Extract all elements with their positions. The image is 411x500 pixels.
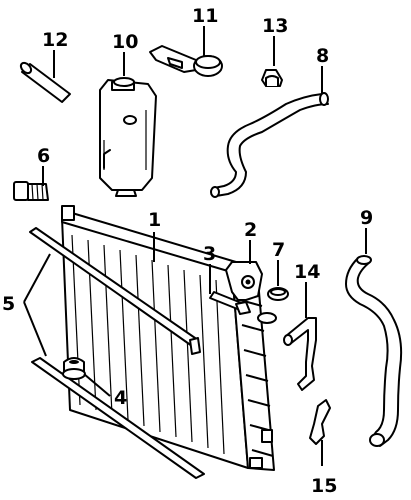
callout-4: 4	[114, 387, 127, 409]
reservoir-bracket	[149, 45, 223, 77]
callout-9: 9	[360, 207, 373, 229]
lower-radiator-hose	[345, 255, 403, 447]
small-hose	[309, 399, 331, 445]
callout-8: 8	[316, 45, 329, 67]
radiator-drain	[249, 457, 263, 469]
callout-15: 15	[311, 475, 337, 497]
callout-1: 1	[148, 209, 161, 231]
callout-labels: 1 2 3 4 5 6 7 8 9 10 11 12 13 14 15	[2, 5, 373, 497]
lower-seal-bar	[31, 357, 205, 479]
radiator-filler-neck	[257, 312, 277, 324]
leader-lines	[23, 26, 367, 466]
radiator-lower-fitting	[261, 429, 273, 443]
mount-insulator	[62, 357, 86, 380]
callout-3: 3	[203, 243, 216, 265]
short-hose	[19, 61, 71, 103]
callout-5: 5	[2, 293, 15, 315]
coolant-reservoir	[99, 77, 157, 197]
upper-radiator-hose	[210, 92, 329, 198]
radiator-seals	[29, 227, 205, 479]
radiator-assembly	[61, 205, 277, 471]
radiator-top-seal	[209, 291, 251, 315]
overflow-hose	[283, 317, 317, 391]
side-tank-ribs	[239, 299, 274, 457]
hose-clip	[261, 69, 283, 87]
callout-11: 11	[192, 5, 218, 27]
radiator-cap	[267, 287, 289, 301]
callout-7: 7	[272, 239, 285, 261]
callout-12: 12	[42, 29, 68, 51]
callout-2: 2	[244, 219, 257, 241]
drain-plug	[13, 181, 49, 201]
callout-14: 14	[294, 261, 320, 283]
cap-bracket	[225, 261, 263, 301]
callout-13: 13	[262, 15, 288, 37]
callout-6: 6	[37, 145, 50, 167]
callout-10: 10	[112, 31, 138, 53]
upper-seal-end	[189, 337, 201, 355]
radiator-top-bracket	[61, 205, 75, 221]
